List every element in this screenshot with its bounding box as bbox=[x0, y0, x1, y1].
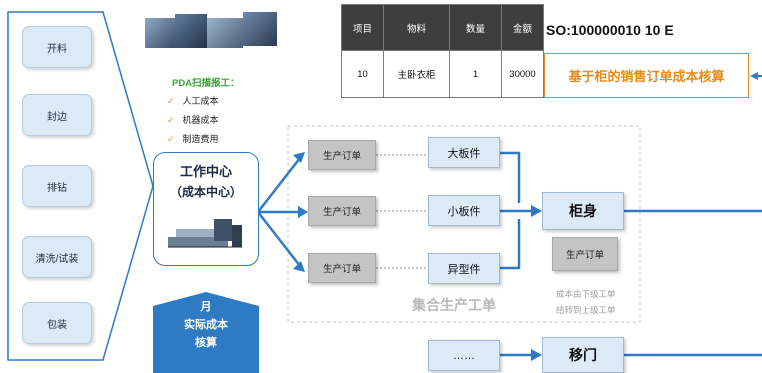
pda-item-overhead: 制造费用 bbox=[182, 134, 219, 144]
monthly-line-2: 实际成本 bbox=[184, 319, 228, 331]
arrowhead-2 bbox=[298, 206, 308, 218]
cost-center-label: （成本中心） bbox=[169, 185, 242, 199]
col-quantity: 数量 bbox=[449, 4, 502, 51]
work-center-title: 工作中心 bbox=[179, 164, 232, 179]
production-order-3: 生产订单 bbox=[308, 253, 376, 283]
sliding-door: 移门 bbox=[542, 337, 624, 373]
fan-arrows bbox=[257, 157, 301, 267]
cost-caption: 基于柜的销售订单成本核算 bbox=[568, 69, 725, 84]
monthly-cost-shape bbox=[153, 292, 259, 373]
col-material: 物料 bbox=[383, 4, 450, 51]
step-packing: 包装 bbox=[22, 302, 92, 344]
cell-item: 10 bbox=[341, 50, 384, 98]
component-small-panel: 小板件 bbox=[428, 195, 500, 226]
note-line-2: 结转到上级工单 bbox=[556, 305, 616, 315]
arrowhead-1 bbox=[293, 152, 305, 163]
arrowhead-3 bbox=[293, 261, 305, 272]
cnc-machine-icon bbox=[168, 219, 242, 248]
step-cutting: 开料 bbox=[22, 26, 92, 68]
caption-arrow bbox=[750, 72, 758, 80]
cost-transfer-note: 成本由下级工单 结转到上级工单 bbox=[556, 286, 616, 318]
component-special-shape: 异型件 bbox=[428, 253, 500, 284]
step-drilling: 排钻 bbox=[22, 165, 92, 207]
check-icon: ✓ bbox=[167, 96, 175, 106]
col-amount: 金额 bbox=[501, 4, 544, 51]
note-line-1: 成本由下级工单 bbox=[556, 289, 616, 299]
pda-items: ✓ 人工成本 ✓ 机器成本 ✓ 制造费用 bbox=[167, 92, 219, 149]
cell-amount: 30000 bbox=[501, 50, 544, 98]
step-clean-assemble: 清洗/试装 bbox=[22, 236, 92, 278]
production-order-1: 生产订单 bbox=[308, 140, 376, 170]
dotted-links bbox=[376, 154, 428, 269]
work-center-box: 工作中心 （成本中心） bbox=[153, 152, 259, 266]
group-label: 集合生产工单 bbox=[412, 297, 496, 313]
factory-photos bbox=[145, 12, 277, 52]
monthly-line-1: 月 bbox=[200, 301, 212, 313]
other-components: …… bbox=[428, 340, 500, 371]
production-order-2: 生产订单 bbox=[308, 196, 376, 226]
cell-quantity: 1 bbox=[449, 50, 502, 98]
check-icon: ✓ bbox=[167, 115, 175, 125]
pda-item-labor: 人工成本 bbox=[182, 96, 219, 106]
so-number: SO:100000010 10 E bbox=[546, 22, 674, 38]
arrowhead-door bbox=[531, 349, 542, 361]
group-frame bbox=[287, 125, 641, 323]
cabinet-body: 柜身 bbox=[542, 192, 624, 230]
monthly-line-3: 核算 bbox=[195, 337, 217, 349]
arrowhead-cabinet bbox=[531, 205, 542, 217]
pda-item-machine: 机器成本 bbox=[182, 115, 219, 125]
merge-arrows bbox=[500, 151, 533, 270]
sales-order-table: 项目 物料 数量 金额 10 主卧衣柜 1 30000 bbox=[341, 4, 544, 98]
cell-material: 主卧衣柜 bbox=[383, 50, 450, 98]
col-item: 项目 bbox=[341, 4, 384, 51]
cabinet-production-order: 生产订单 bbox=[552, 237, 618, 271]
component-large-panel: 大板件 bbox=[428, 137, 500, 168]
check-icon: ✓ bbox=[167, 134, 175, 144]
monthly-cost-label: 月 实际成本 核算 bbox=[153, 298, 259, 352]
cost-caption-box: 基于柜的销售订单成本核算 bbox=[544, 53, 749, 98]
step-edge-banding: 封边 bbox=[22, 94, 92, 136]
pda-title: PDA扫描报工： bbox=[172, 78, 240, 89]
